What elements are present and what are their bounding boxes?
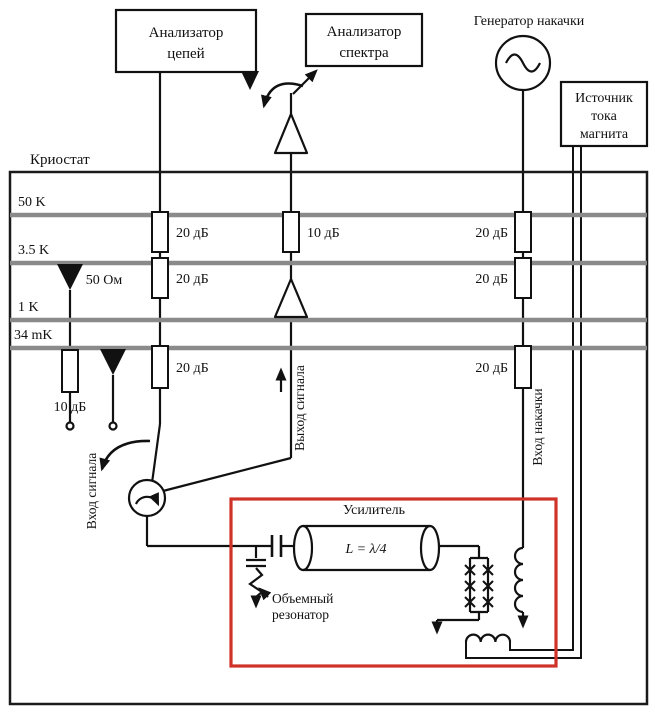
signal-output-label: Выход сигнала — [292, 365, 307, 451]
attenuator — [514, 211, 532, 253]
stage-label-1k: 1 K — [18, 300, 39, 315]
cryostat-outline — [8, 170, 649, 706]
magnet-wire-inner — [509, 146, 574, 651]
input-rotation-arrow-icon — [99, 439, 151, 472]
attenuator — [151, 257, 169, 299]
josephson-junction-array-icon — [464, 564, 494, 608]
network-analyzer-label-1: Анализатор — [149, 25, 224, 41]
spectrum-analyzer-label-2: спектра — [339, 45, 389, 61]
cylinder-end-icon — [292, 524, 314, 572]
sine-icon — [505, 53, 541, 73]
attenuator-label: 20 дБ — [475, 272, 508, 287]
attenuator-label: 20 дБ — [475, 226, 508, 241]
cavity-resonator-label-1: Объемный — [272, 591, 333, 606]
switch-arm-wire — [150, 423, 162, 484]
network-analyzer-label-2: цепей — [167, 46, 204, 62]
network-analyzer-box — [114, 8, 258, 74]
instrument-pump-generator: Генератор накачки — [474, 14, 585, 92]
switch-rotation-arrow-icon — [261, 82, 304, 109]
cavity-zigzag-icon — [248, 567, 264, 598]
circulator-icon — [127, 478, 167, 518]
magnet-coil-icon — [464, 633, 512, 643]
load-50ohm-label: 50 Ом — [86, 273, 123, 288]
attenuator — [514, 345, 532, 389]
instrument-magnet-source: Источник тока магнита — [559, 80, 649, 148]
attenuator-label: 20 дБ — [176, 361, 209, 376]
attenuator — [151, 345, 169, 389]
magnet-source-box — [559, 80, 649, 148]
attenuator-label: 20 дБ — [176, 272, 209, 287]
to-spectrum-arrow-icon — [292, 69, 318, 95]
spectrum-analyzer-label-1: Анализатор — [327, 24, 402, 40]
amplifier-box-label: Усилитель — [343, 503, 405, 518]
cylinder-end-icon — [419, 524, 441, 572]
magnet-wire-outer — [465, 146, 582, 659]
load-triangle-icon — [57, 264, 83, 290]
attenuators: 20 дБ 20 дБ 20 дБ 10 дБ 20 дБ 20 дБ 20 д… — [54, 211, 532, 415]
circulator-arrow-icon — [134, 492, 160, 507]
quarter-wave-resonator: L = λ/4 — [292, 524, 441, 572]
label-pointer-arrow-icon — [258, 587, 272, 601]
attenuator — [61, 349, 79, 393]
attenuator-label: 20 дБ — [176, 226, 209, 241]
signal-input-label: Вход сигнала — [84, 453, 99, 530]
stage-label-50k: 50 K — [18, 195, 46, 210]
pump-coil-icon — [513, 546, 524, 614]
resonator-formula: L = λ/4 — [345, 542, 387, 557]
amplifier-triangle-icon — [273, 112, 309, 155]
temperature-stages: 50 K 3.5 K 1 K 34 mK — [10, 195, 647, 351]
attenuator — [282, 211, 300, 253]
instrument-network-analyzer: Анализатор цепей — [114, 8, 259, 90]
contact-dot — [108, 421, 118, 431]
attenuator — [514, 257, 532, 299]
magnet-source-label-2: тока — [591, 109, 618, 124]
load-triangle-icon — [100, 349, 126, 375]
spectrum-analyzer-box — [304, 12, 424, 68]
magnet-source-label-3: магнита — [580, 127, 629, 142]
attenuator-label: 10 дБ — [307, 226, 340, 241]
stage-label-3-5k: 3.5 K — [18, 243, 49, 258]
cavity-resonator-label-2: резонатор — [272, 607, 329, 622]
attenuator-label: 20 дБ — [475, 361, 508, 376]
amplifier-highlight-box — [229, 497, 558, 668]
stage-label-34mk: 34 mK — [14, 328, 53, 343]
box-pointer-icon — [241, 71, 259, 90]
pump-generator-label: Генератор накачки — [474, 14, 585, 29]
attenuator — [151, 211, 169, 253]
instrument-spectrum-analyzer: Анализатор спектра — [304, 12, 424, 68]
attenuator-label: 10 дБ — [54, 400, 87, 415]
contact-dot — [65, 421, 75, 431]
pump-input-label: Вход накачки — [530, 388, 545, 465]
magnet-source-label-1: Источник — [575, 91, 633, 106]
circulator-output-wire — [162, 456, 292, 493]
amplifier-triangle-icon — [273, 277, 309, 319]
cryostat-label: Криостат — [30, 152, 90, 168]
